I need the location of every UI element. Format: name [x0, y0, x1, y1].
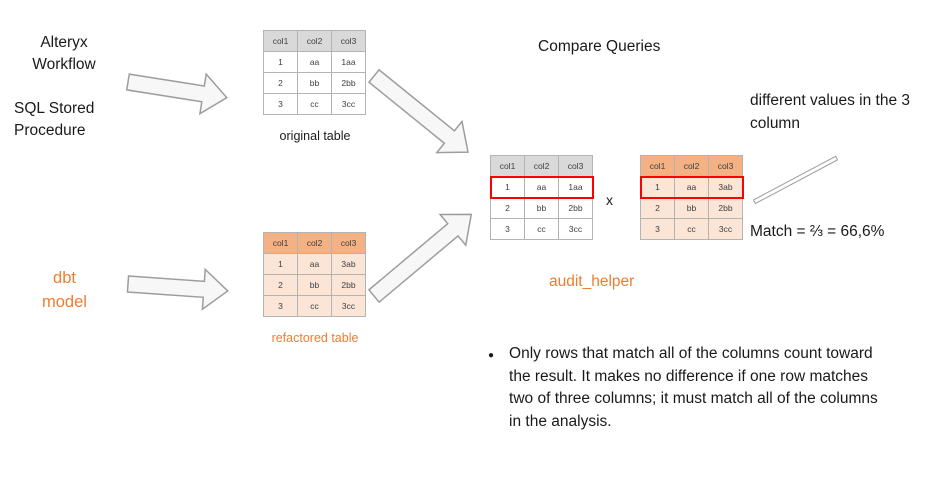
match-result-label: Match = ⅔ = 66,6% — [750, 223, 885, 240]
refactored-table-caption: refactored table — [271, 331, 359, 345]
table-cell: bb — [297, 72, 332, 94]
table-cell: 3 — [263, 295, 298, 317]
table-cell: bb — [674, 197, 709, 219]
x-separator: x — [606, 192, 613, 208]
original-table-caption: original table — [279, 129, 351, 143]
table-cell: 3ab — [708, 176, 743, 198]
table-cell: 2bb — [558, 197, 593, 219]
label-dbt-line2: model — [42, 293, 87, 311]
table-cell: 2bb — [708, 197, 743, 219]
table-cell: 1 — [263, 253, 298, 275]
label-alteryx-workflow: Alteryx Workflow — [10, 32, 118, 76]
table-cell: 2 — [263, 72, 298, 94]
table-header-cell: col1 — [490, 155, 525, 177]
table-header-cell: col1 — [263, 232, 298, 254]
label-alteryx-line1: Alteryx — [40, 34, 88, 51]
block-arrow-icon — [361, 60, 480, 167]
bullet-icon: ● — [488, 350, 495, 361]
table-cell: 3 — [640, 218, 675, 240]
table-cell: bb — [524, 197, 559, 219]
table-header-cell: col3 — [708, 155, 743, 177]
table-cell: bb — [297, 274, 332, 296]
table-header-cell: col3 — [558, 155, 593, 177]
table-cell: aa — [297, 253, 332, 275]
table-cell: 3cc — [331, 295, 366, 317]
table-header-cell: col2 — [297, 30, 332, 52]
label-sql-stored-procedure: SQL Stored Procedure — [14, 98, 164, 142]
notes-bullet-item: ● Only rows that match all of the column… — [488, 343, 880, 433]
table-cell: 2 — [263, 274, 298, 296]
table-header-cell: col3 — [331, 30, 366, 52]
table-cell: 3 — [263, 93, 298, 115]
table-cell: cc — [674, 218, 709, 240]
compare-queries-title: Compare Queries — [538, 38, 661, 55]
block-arrow-icon — [125, 62, 230, 117]
table-cell: 1 — [263, 51, 298, 73]
table-cell: 2bb — [331, 72, 366, 94]
table-header-cell: col3 — [331, 232, 366, 254]
table-header-cell: col2 — [674, 155, 709, 177]
pointer-line-icon — [752, 153, 840, 206]
table-cell: 3cc — [331, 93, 366, 115]
table-cell: aa — [297, 51, 332, 73]
table-cell: 2 — [490, 197, 525, 219]
table-cell: 2 — [640, 197, 675, 219]
table-header-cell: col1 — [263, 30, 298, 52]
table-header-cell: col2 — [524, 155, 559, 177]
table-cell: 1 — [490, 176, 525, 198]
table-cell: 1aa — [331, 51, 366, 73]
table-cell: aa — [524, 176, 559, 198]
table-cell: 1aa — [558, 176, 593, 198]
different-values-note: different values in the 3 column — [750, 92, 910, 132]
table-cell: aa — [674, 176, 709, 198]
table-cell: 2bb — [331, 274, 366, 296]
block-arrow-icon — [361, 199, 484, 311]
table-cell: 3ab — [331, 253, 366, 275]
label-dbt-model: dbt model — [22, 266, 107, 314]
label-alteryx-line2: Workflow — [32, 56, 96, 73]
label-sql-line2: Procedure — [14, 122, 86, 139]
block-arrow-icon — [126, 264, 230, 311]
table-cell: cc — [524, 218, 559, 240]
table-cell: cc — [297, 93, 332, 115]
audit-helper-label: audit_helper — [549, 273, 635, 290]
label-sql-line1: SQL Stored — [14, 100, 95, 117]
table-cell: cc — [297, 295, 332, 317]
table-cell: 1 — [640, 176, 675, 198]
table-cell: 3 — [490, 218, 525, 240]
table-cell: 3cc — [708, 218, 743, 240]
notes-text: Only rows that match all of the columns … — [509, 345, 878, 430]
label-dbt-line1: dbt — [53, 269, 76, 287]
table-header-cell: col2 — [297, 232, 332, 254]
table-cell: 3cc — [558, 218, 593, 240]
table-header-cell: col1 — [640, 155, 675, 177]
